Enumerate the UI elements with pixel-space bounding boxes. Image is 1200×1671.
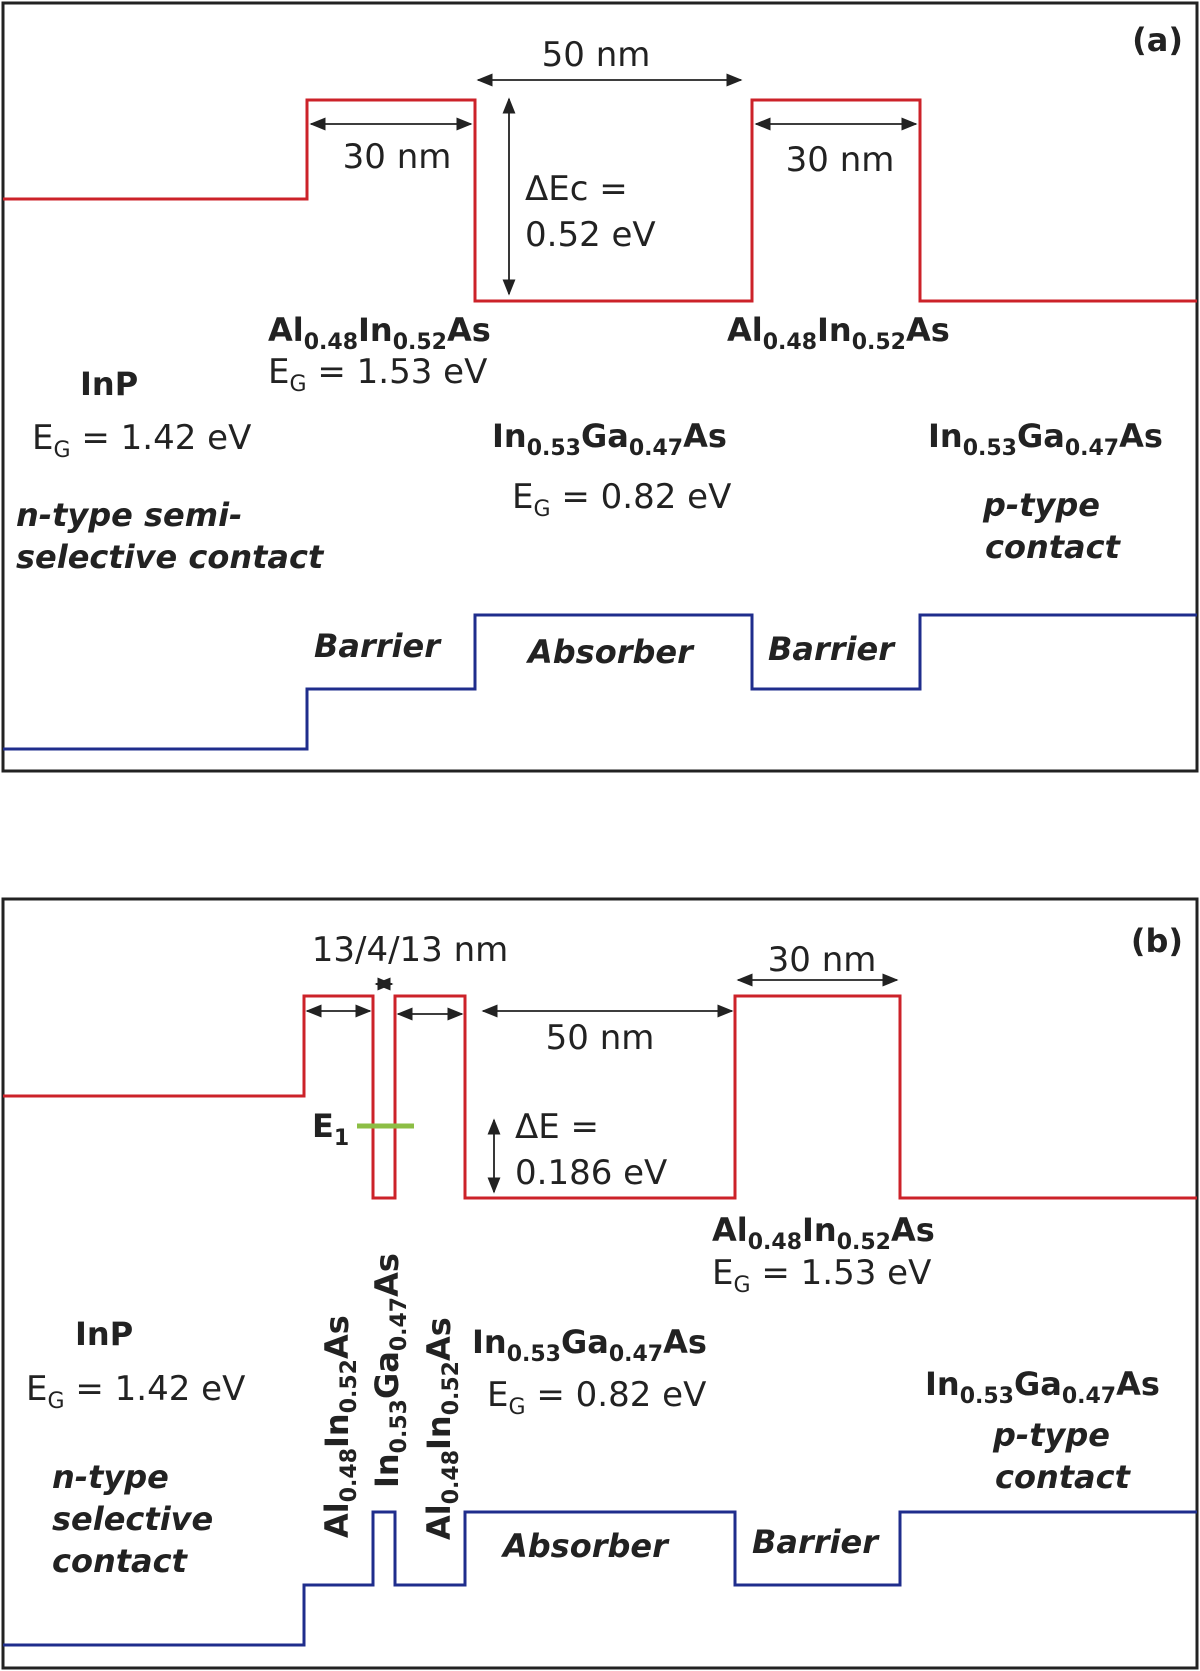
panel-a-frame — [1, 1, 1199, 773]
panel-a-delta-ec-line1: ΔEc = — [525, 169, 628, 209]
panel-b-label: (b) — [1131, 922, 1183, 960]
panel-a-n-contact-line1: n-type semi- — [16, 496, 242, 534]
panel-a-barrier-label-right: Barrier — [768, 630, 896, 668]
panel-b: (b) 13/4/13 nm 30 nm 50 nm E1 ΔE = 0.186… — [1, 897, 1199, 1670]
panel-b-frame — [1, 897, 1199, 1670]
panel-a-p-contact-line1: p-type — [982, 486, 1100, 524]
panel-b-vertical-barrier2: Al0.48In0.52As — [420, 1317, 464, 1540]
panel-b-inp-eg: EG = 1.42 eV — [26, 1369, 245, 1414]
panel-b-valence-band — [3, 1510, 1197, 1647]
panel-a-p-material: In0.53Ga0.47As — [928, 417, 1163, 461]
panel-b-barrier-right-eg: EG = 1.53 eV — [712, 1253, 931, 1298]
panel-b-n-contact-line1: n-type — [52, 1458, 169, 1496]
panel-b-vertical-barrier1: Al0.48In0.52As — [318, 1315, 362, 1538]
panel-a-dim-50nm: 50 nm — [542, 35, 651, 75]
panel-a-label: (a) — [1132, 21, 1183, 59]
panel-b-absorber-material: In0.53Ga0.47As — [472, 1323, 707, 1367]
panel-a-barrier-right-material: Al0.48In0.52As — [727, 311, 950, 355]
panel-b-dim-30nm: 30 nm — [768, 940, 877, 980]
panel-a-inp-eg: EG = 1.42 eV — [32, 418, 251, 463]
panel-b-conduction-band — [3, 994, 1197, 1200]
panel-a-inp-name: InP — [80, 365, 138, 403]
panel-a-absorber-label: Absorber — [525, 633, 695, 671]
panel-b-vertical-well: In0.53Ga0.47As — [368, 1253, 412, 1488]
panel-a-valence-band — [3, 613, 1197, 751]
panel-a-n-contact-line2: selective contact — [16, 538, 325, 576]
panel-a-barrier-left-material: Al0.48In0.52As — [268, 311, 491, 355]
panel-a: (a) 50 nm 30 nm 30 nm ΔEc = 0.52 eV Al0.… — [1, 1, 1199, 773]
panel-a-absorber-material: In0.53Ga0.47As — [492, 417, 727, 461]
panel-b-delta-e-line2: 0.186 eV — [515, 1153, 667, 1193]
panel-b-absorber-label: Absorber — [500, 1527, 670, 1565]
panel-a-absorber-eg: EG = 0.82 eV — [512, 477, 731, 522]
panel-a-barrier-label-left: Barrier — [314, 627, 442, 665]
panel-b-n-contact-line3: contact — [52, 1542, 189, 1580]
panel-a-dim-30nm-right: 30 nm — [786, 140, 895, 180]
panel-b-inp-name: InP — [75, 1315, 133, 1353]
panel-b-n-contact-line2: selective — [52, 1500, 213, 1538]
panel-b-e1-label: E1 — [312, 1107, 349, 1151]
panel-b-delta-e-line1: ΔE = — [515, 1107, 599, 1147]
panel-b-absorber-eg: EG = 0.82 eV — [487, 1375, 706, 1420]
panel-a-barrier-left-eg: EG = 1.53 eV — [268, 352, 487, 397]
panel-b-p-contact-line1: p-type — [992, 1416, 1110, 1454]
panel-b-p-contact-line2: contact — [995, 1458, 1132, 1496]
panel-a-p-contact-line2: contact — [985, 528, 1122, 566]
panel-b-barrier-right-material: Al0.48In0.52As — [712, 1211, 935, 1255]
panel-a-delta-ec-line2: 0.52 eV — [525, 215, 656, 255]
panel-a-conduction-band — [3, 98, 1197, 303]
panel-b-dim-13-4-13: 13/4/13 nm — [312, 930, 509, 970]
panel-b-p-material: In0.53Ga0.47As — [925, 1365, 1160, 1409]
panel-b-dim-50nm: 50 nm — [546, 1018, 655, 1058]
panel-a-dim-30nm-left: 30 nm — [343, 137, 452, 177]
panel-b-barrier-label: Barrier — [752, 1523, 880, 1561]
